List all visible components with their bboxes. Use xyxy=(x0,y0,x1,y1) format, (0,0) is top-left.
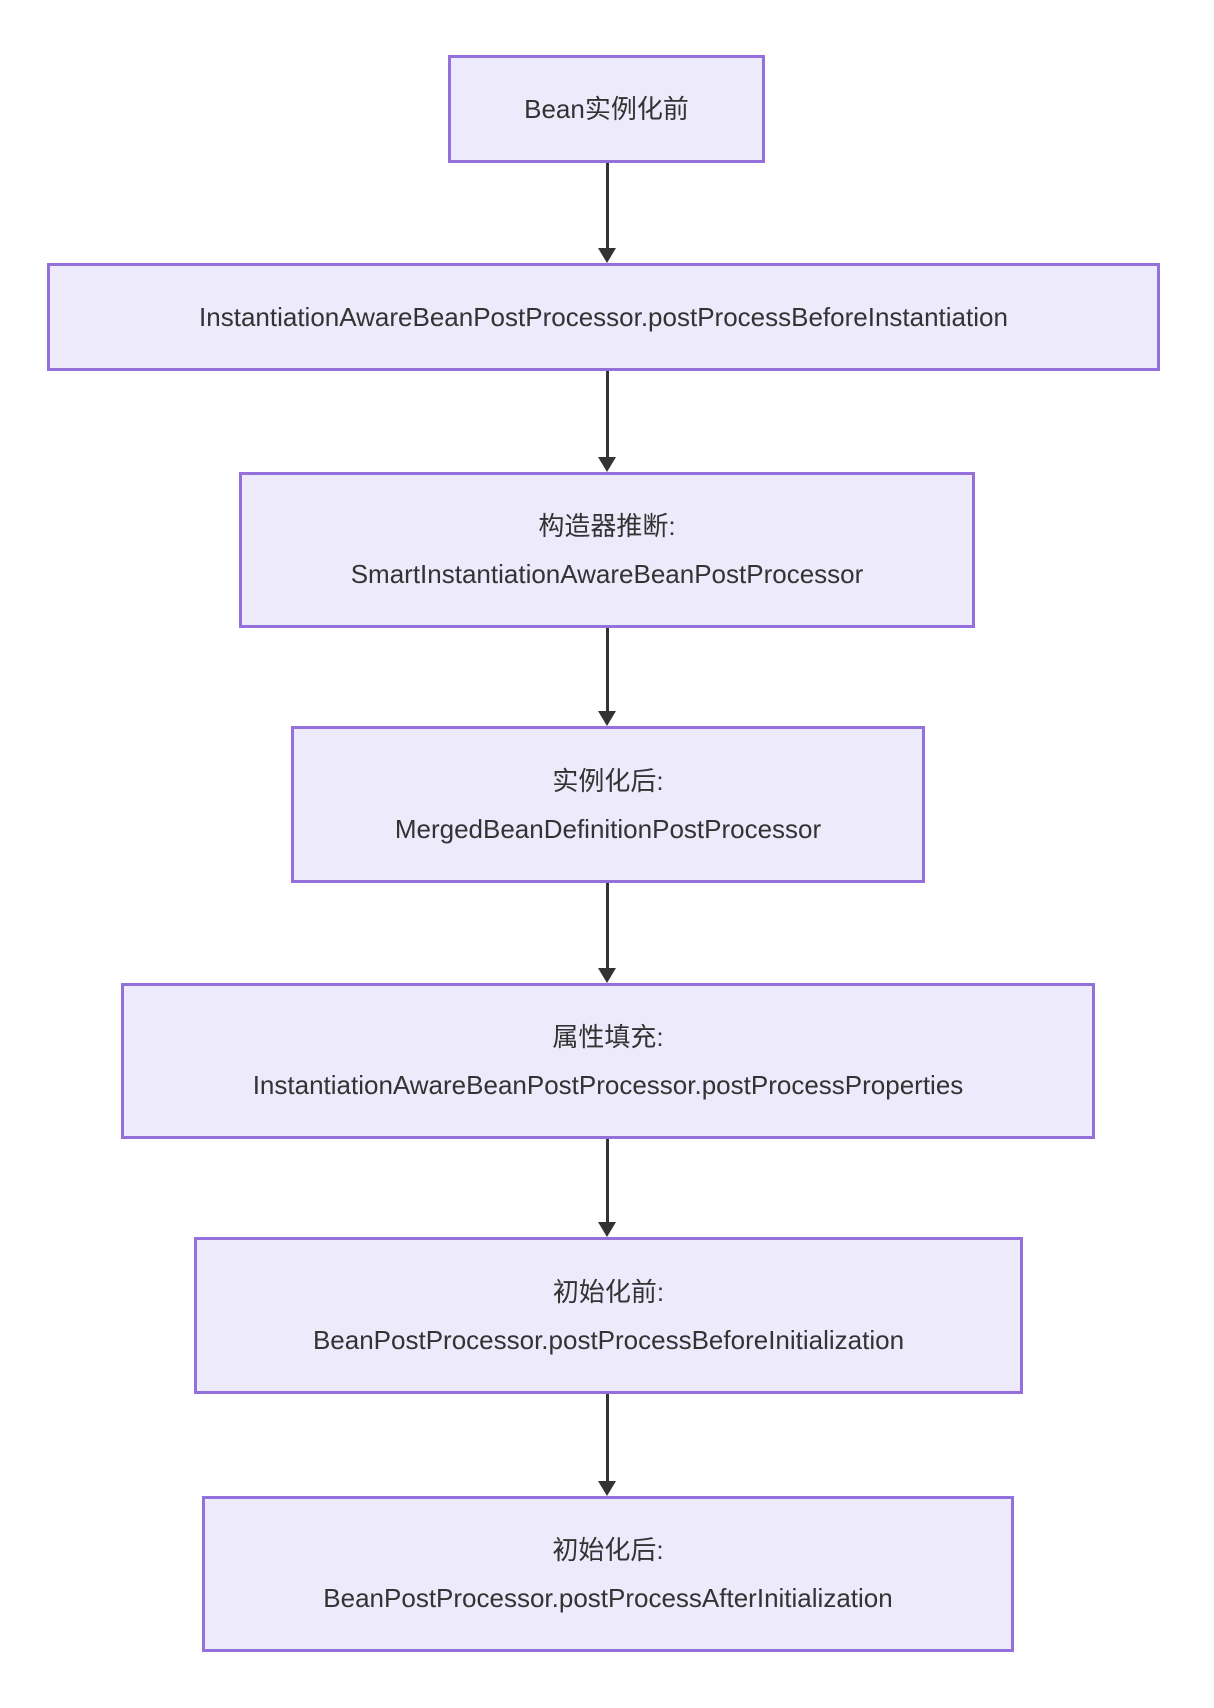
node-label-title: 实例化后: xyxy=(552,765,664,796)
arrow-down-head-icon xyxy=(598,457,616,472)
node-label: InstantiationAwareBeanPostProcessor.post… xyxy=(199,302,1008,332)
node-property-population: 属性填充: InstantiationAwareBeanPostProcesso… xyxy=(121,983,1095,1139)
node-label-class: BeanPostProcessor.postProcessAfterInitia… xyxy=(323,1583,893,1613)
node-constructor-inference: 构造器推断: SmartInstantiationAwareBeanPostPr… xyxy=(239,472,975,628)
arrow-line xyxy=(605,883,609,970)
node-label-class: BeanPostProcessor.postProcessBeforeIniti… xyxy=(312,1324,905,1355)
node-label-class: InstantiationAwareBeanPostProcessor.post… xyxy=(252,1070,964,1100)
arrow-line xyxy=(605,371,609,459)
arrow-down-head-icon xyxy=(598,248,616,263)
arrow-down-head-icon xyxy=(598,1481,616,1496)
arrow-line xyxy=(605,1139,609,1224)
node-bean-pre-instantiation: Bean实例化前 xyxy=(448,55,765,163)
node-label-title: 初始化前: xyxy=(552,1276,665,1307)
arrow-line xyxy=(605,163,609,250)
arrow-down-head-icon xyxy=(598,1222,616,1237)
node-after-instantiation: 实例化后: MergedBeanDefinitionPostProcessor xyxy=(291,726,925,883)
node-before-initialization: 初始化前: BeanPostProcessor.postProcessBefor… xyxy=(194,1237,1023,1394)
flow-arrow xyxy=(598,628,616,726)
flow-arrow xyxy=(598,163,616,263)
node-label-title: 构造器推断: xyxy=(538,511,676,541)
flow-arrow xyxy=(598,1394,616,1496)
arrow-line xyxy=(605,1394,609,1483)
arrow-down-head-icon xyxy=(598,711,616,726)
node-after-initialization: 初始化后: BeanPostProcessor.postProcessAfter… xyxy=(202,1496,1014,1652)
node-label-class: MergedBeanDefinitionPostProcessor xyxy=(394,813,822,844)
arrow-down-head-icon xyxy=(598,968,616,983)
flow-arrow xyxy=(598,1139,616,1237)
arrow-line xyxy=(605,628,609,713)
node-label-title: 初始化后: xyxy=(552,1535,664,1565)
node-post-process-before-instantiation: InstantiationAwareBeanPostProcessor.post… xyxy=(47,263,1160,371)
flow-arrow xyxy=(598,883,616,983)
node-label-title: 属性填充: xyxy=(552,1022,664,1052)
node-label: Bean实例化前 xyxy=(524,94,689,124)
node-label-class: SmartInstantiationAwareBeanPostProcessor xyxy=(350,559,864,589)
flow-arrow xyxy=(598,371,616,472)
